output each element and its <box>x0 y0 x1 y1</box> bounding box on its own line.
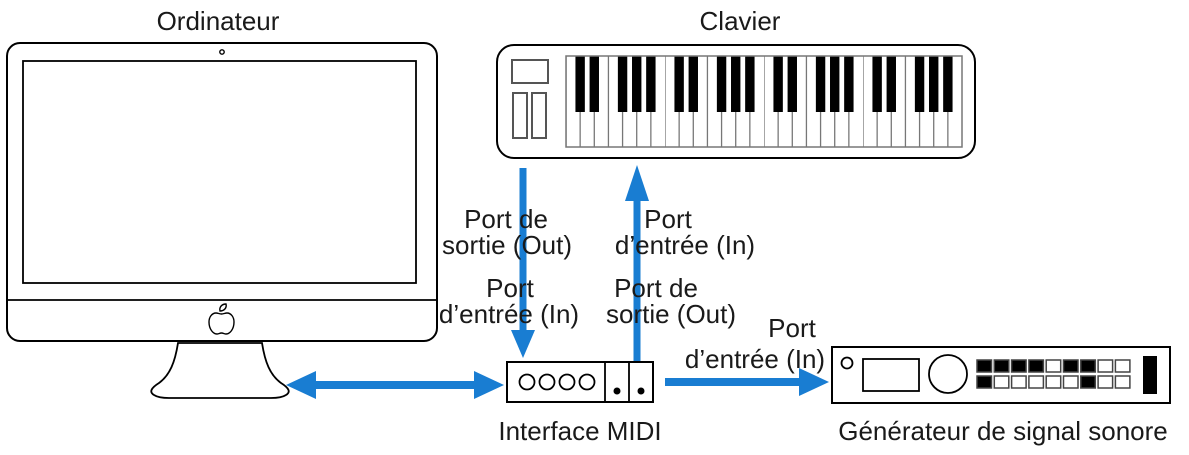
port-label-interface-in-line2: d’entrée (In) <box>439 299 579 329</box>
generator-button <box>1028 375 1045 389</box>
keyboard-label: Clavier <box>700 6 781 36</box>
midi-interface-illustration: Interface MIDI <box>498 361 662 446</box>
apple-logo-icon <box>208 303 235 335</box>
pitch-wheel <box>512 92 528 139</box>
camera-icon <box>219 49 225 55</box>
arrow-computer-interface <box>286 371 504 399</box>
generator-led-icon <box>840 356 854 370</box>
arrowhead-left-icon <box>286 371 316 399</box>
computer-illustration: Ordinateur <box>6 6 438 399</box>
interface-indicator-dot <box>613 387 621 395</box>
generator-button <box>1114 359 1131 373</box>
computer-label: Ordinateur <box>157 6 280 36</box>
midi-port-icon <box>518 373 536 391</box>
port-label-computer-out-line1: Port de <box>464 204 548 234</box>
midi-port-icon <box>558 373 576 391</box>
port-label-generator-in-line2: d’entrée (In) <box>685 344 825 374</box>
generator-button <box>1080 375 1097 389</box>
arrow-interface-to-keyboard <box>625 165 649 361</box>
generator-display <box>862 358 920 392</box>
arrowhead-right-icon <box>474 371 504 399</box>
port-labels: Port de sortie (Out) Port d’entrée (In) … <box>439 204 825 374</box>
arrow-interface-to-generator <box>665 368 829 396</box>
generator-button <box>993 359 1010 373</box>
port-label-interface-in-line1: Port <box>486 273 534 303</box>
arrow-computer-out-to-interface <box>511 168 535 358</box>
generator-power-bar <box>1143 356 1157 394</box>
port-label-interface-out-line1: Port de <box>614 273 698 303</box>
generator-button <box>993 375 1010 389</box>
port-label-keyboard-in-line1: Port <box>644 204 692 234</box>
computer-screen <box>22 60 417 284</box>
generator-button <box>1062 359 1079 373</box>
keyboard-display <box>511 59 549 84</box>
midi-interface-label: Interface MIDI <box>498 416 661 446</box>
generator-knob <box>928 354 968 394</box>
sound-generator-illustration: Générateur de signal sonore <box>831 346 1171 446</box>
sound-generator-label: Générateur de signal sonore <box>838 416 1168 446</box>
keyboard-illustration: Clavier <box>496 6 976 159</box>
piano-keys <box>565 55 963 148</box>
generator-button <box>1010 375 1027 389</box>
port-label-generator-in-line1: Port <box>768 313 816 343</box>
interface-indicator-dot <box>637 387 645 395</box>
generator-button <box>1045 375 1062 389</box>
generator-button <box>1097 375 1114 389</box>
port-label-keyboard-in-line2: d’entrée (In) <box>615 230 755 260</box>
midi-port-icon <box>578 373 596 391</box>
generator-button <box>1080 359 1097 373</box>
generator-button-grid <box>976 359 1131 389</box>
generator-button <box>1114 375 1131 389</box>
generator-button <box>1062 375 1079 389</box>
mod-wheel <box>531 92 547 139</box>
port-label-interface-out-line2: sortie (Out) <box>606 299 736 329</box>
port-label-computer-out-line2: sortie (Out) <box>442 230 572 260</box>
arrowhead-right-icon <box>799 368 829 396</box>
computer-stand <box>150 342 290 399</box>
arrowhead-up-icon <box>625 165 649 201</box>
generator-button <box>1010 359 1027 373</box>
generator-button <box>976 359 993 373</box>
generator-button <box>1045 359 1062 373</box>
generator-button <box>1097 359 1114 373</box>
sound-generator-body <box>831 346 1171 404</box>
generator-button <box>1028 359 1045 373</box>
arrowhead-down-icon <box>511 330 535 358</box>
generator-button <box>976 375 993 389</box>
midi-port-icon <box>538 373 556 391</box>
